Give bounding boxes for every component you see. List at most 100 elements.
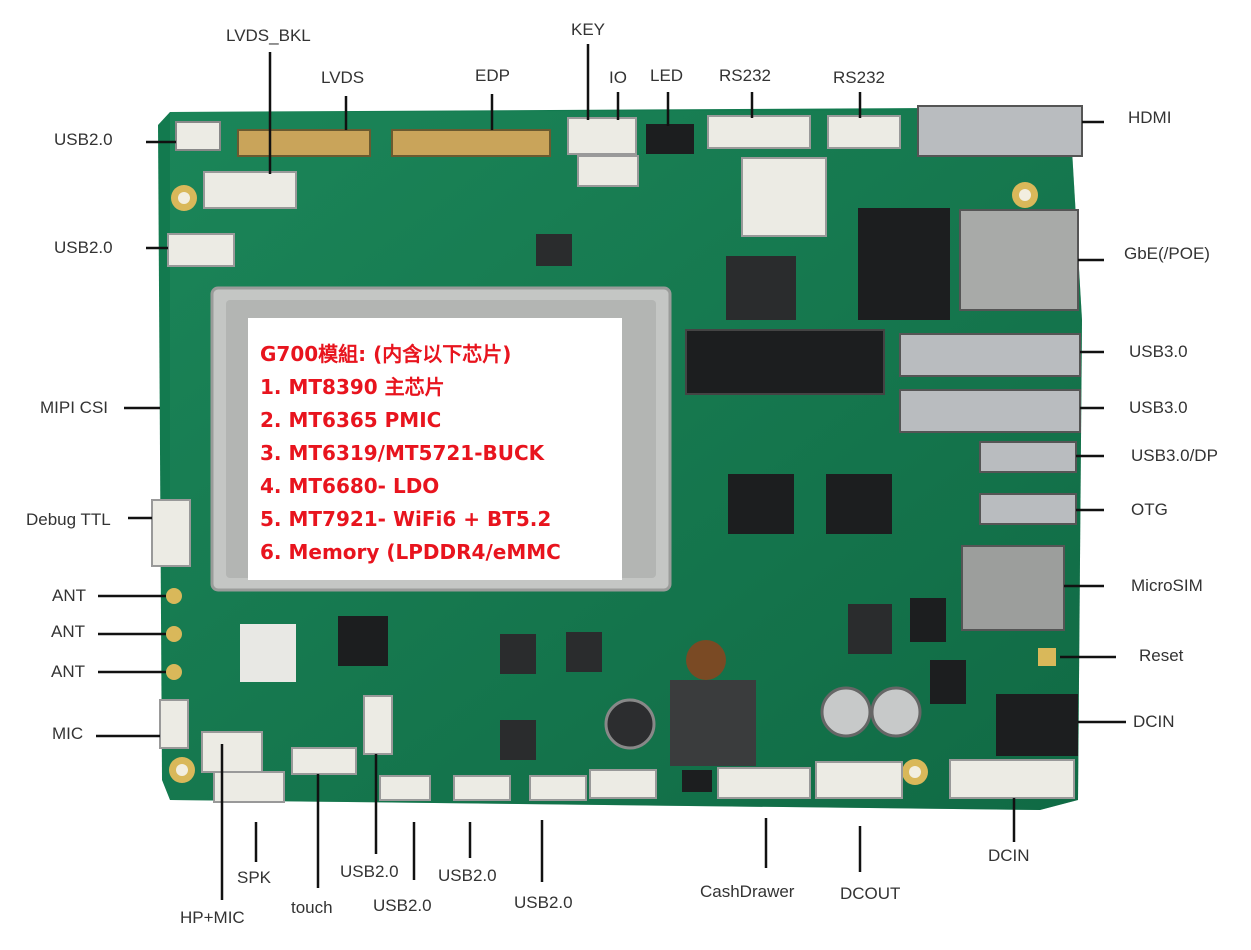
inductor-7 [500, 720, 536, 760]
label-usb30-dp: USB3.0/DP [1131, 446, 1218, 465]
label-usb30-2: USB3.0 [1129, 398, 1188, 417]
label-usb20-bottom-2: USB2.0 [373, 896, 432, 915]
ant-connector-1 [166, 588, 182, 604]
label-mipi-csi: MIPI CSI [40, 398, 109, 417]
info-line-title: G700模組: (内含以下芯片) [260, 342, 512, 366]
label-ant-1: ANT [52, 586, 86, 605]
label-io: IO [609, 68, 627, 87]
label-dcin-bottom: DCIN [988, 846, 1030, 865]
io-connector [577, 155, 639, 187]
m2-slot [685, 329, 885, 395]
usb20-bottom-connector-2 [453, 775, 511, 801]
ant-connector-3 [166, 664, 182, 680]
label-rs232-2: RS232 [833, 68, 885, 87]
rs232-connector-1 [707, 115, 811, 149]
reset-button [1038, 648, 1056, 666]
buzzer [686, 640, 726, 680]
label-reset: Reset [1139, 646, 1184, 665]
label-usb20-bottom-1: USB2.0 [340, 862, 399, 881]
label-ant-3: ANT [51, 662, 85, 681]
info-line-5: 5. MT7921- WiFi6 + BT5.2 [260, 507, 552, 531]
mic-connector [159, 699, 189, 749]
info-line-4: 4. MT6680- LDO [260, 474, 440, 498]
otg-connector [979, 493, 1077, 525]
label-touch: touch [291, 898, 333, 917]
info-line-3: 3. MT6319/MT5721-BUCK [260, 441, 545, 465]
inductor-4 [536, 234, 572, 266]
touch-connector [291, 747, 357, 775]
usb30-connector-1 [899, 333, 1081, 377]
cashdrawer-connector [717, 767, 811, 799]
chip-2 [826, 474, 892, 534]
usb20-bottom-connector-3 [529, 775, 587, 801]
label-usb30-1: USB3.0 [1129, 342, 1188, 361]
label-usb20-top: USB2.0 [54, 130, 113, 149]
dcin-bottom-connector [949, 759, 1075, 799]
hdmi-connector [917, 105, 1083, 157]
microsim-slot [961, 545, 1065, 631]
small-header-bottom [682, 770, 712, 792]
info-line-1: 1. MT8390 主芯片 [260, 375, 445, 399]
leader-lines [96, 44, 1126, 900]
hp-mic-connector [201, 731, 263, 773]
label-ant-2: ANT [51, 622, 85, 641]
debug-ttl-connector [151, 499, 191, 567]
spk-connector [213, 771, 285, 803]
capacitor-2 [820, 686, 872, 738]
info-line-6: 6. Memory (LPDDR4/eMMC [260, 540, 561, 564]
capacitor-3 [870, 686, 922, 738]
lvds-connector [237, 129, 371, 157]
white-connector-bottom [589, 769, 657, 799]
label-dcin-right: DCIN [1133, 712, 1175, 731]
edp-connector [391, 129, 551, 157]
label-lvds-bkl: LVDS_BKL [226, 26, 311, 45]
label-usb20-bottom-4: USB2.0 [514, 893, 573, 912]
label-hp-mic: HP+MIC [180, 908, 245, 927]
label-dcout: DCOUT [840, 884, 901, 903]
usb30-dp-connector [979, 441, 1077, 473]
rj45-connector [959, 209, 1079, 311]
inductor-2 [848, 604, 892, 654]
g700-module-info-box: G700模組: (内含以下芯片) 1. MT8390 主芯片 2. MT6365… [248, 318, 622, 580]
key-connector [567, 117, 637, 155]
label-rs232-1: RS232 [719, 66, 771, 85]
inductor-1 [726, 256, 796, 320]
white-header-pair [741, 157, 827, 237]
label-hdmi: HDMI [1128, 108, 1172, 127]
usb20-bottom-connector-1 [379, 775, 431, 801]
label-lvds: LVDS [321, 68, 365, 87]
label-mic: MIC [52, 724, 84, 743]
label-otg: OTG [1131, 500, 1168, 519]
qr-label [240, 624, 296, 682]
label-edp: EDP [475, 66, 510, 85]
inductor-6 [566, 632, 602, 672]
label-usb20-mid: USB2.0 [54, 238, 113, 257]
ant-connector-2 [166, 626, 182, 642]
chip-3 [338, 616, 388, 666]
label-key: KEY [571, 20, 606, 39]
lvds-bkl-connector [203, 171, 297, 209]
label-debug-ttl: Debug TTL [26, 510, 111, 529]
label-gbe: GbE(/POE) [1124, 244, 1210, 263]
mosfet-2 [930, 660, 966, 704]
mosfet-1 [910, 598, 946, 642]
usb20-top-connector [175, 121, 221, 151]
usb30-connector-2 [899, 389, 1081, 433]
capacitor-1 [604, 698, 656, 750]
label-usb20-bottom-3: USB2.0 [438, 866, 497, 885]
info-line-2: 2. MT6365 PMIC [260, 408, 442, 432]
inductor-3 [670, 680, 756, 766]
usb20-mid-connector [167, 233, 235, 267]
lan-transformer [858, 208, 950, 320]
inductor-5 [500, 634, 536, 674]
dcin-jack [996, 694, 1078, 756]
label-led: LED [650, 66, 684, 85]
chip-1 [728, 474, 794, 534]
dcout-connector [815, 761, 903, 799]
label-microsim: MicroSIM [1131, 576, 1203, 595]
rs232-connector-2 [827, 115, 901, 149]
label-cashdrawer: CashDrawer [700, 882, 795, 901]
label-spk: SPK [237, 868, 272, 887]
